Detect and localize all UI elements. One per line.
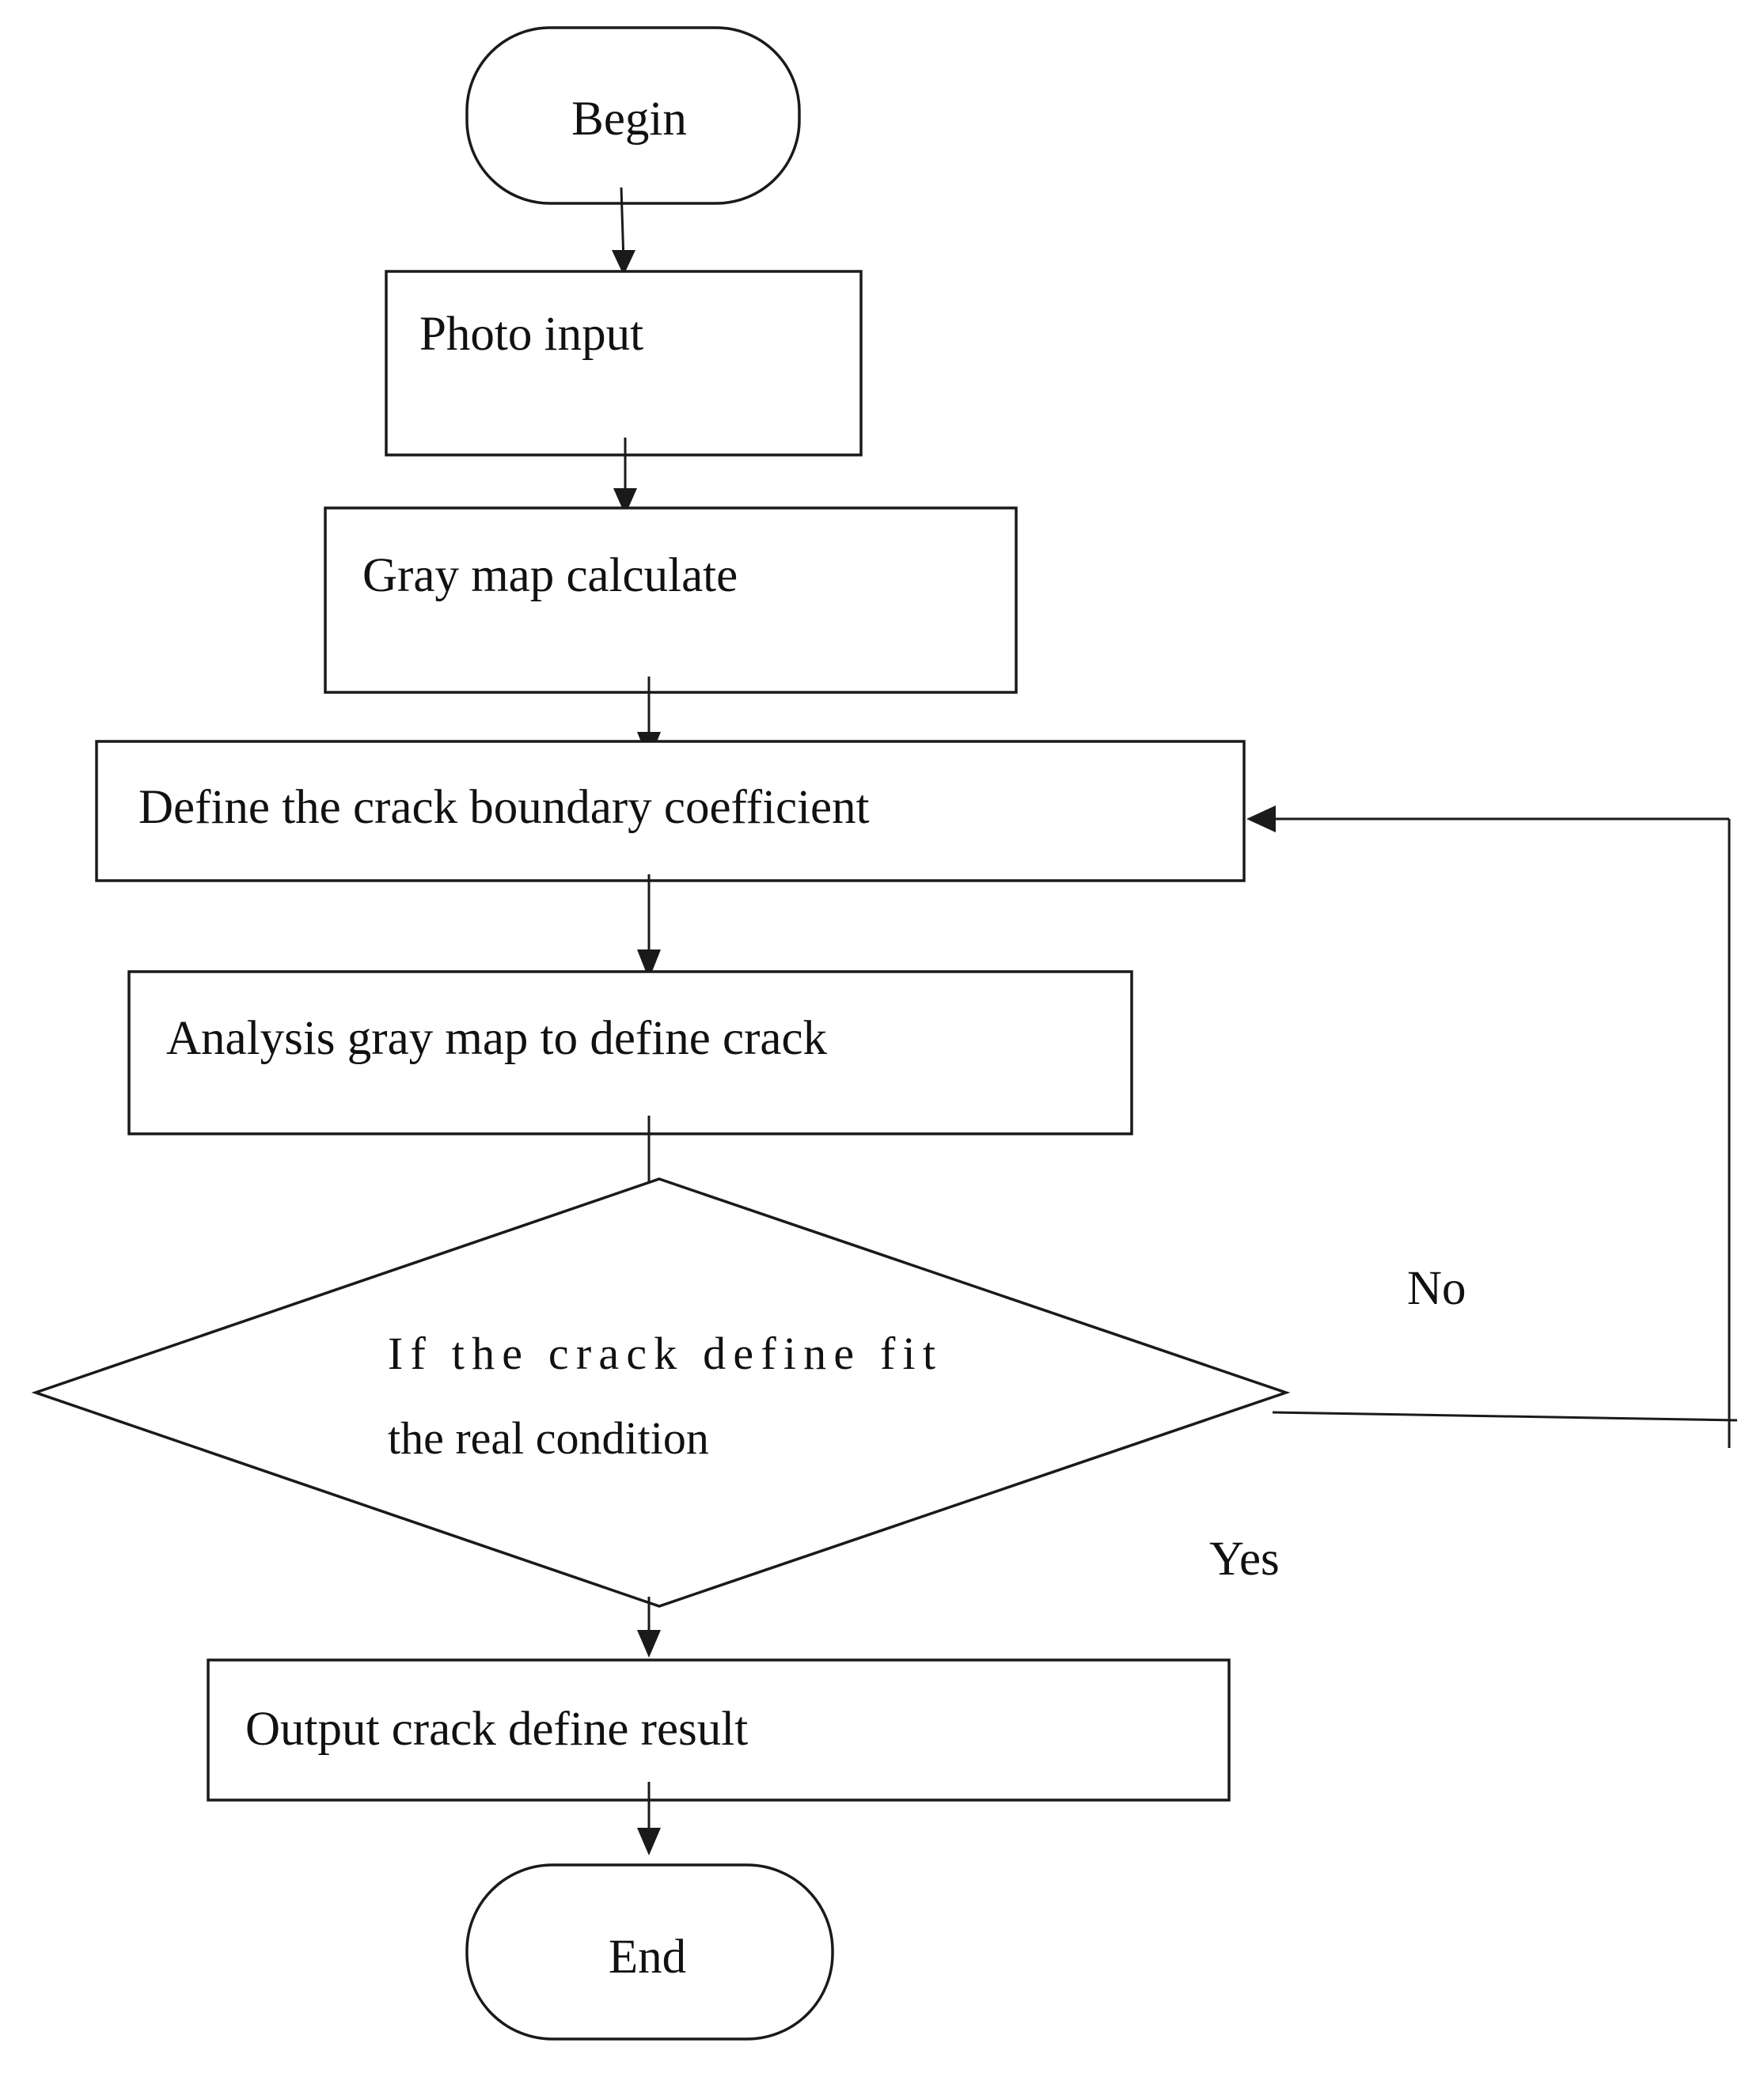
end-label: End: [609, 1931, 686, 1984]
analysis-node: Analysis gray map to define crack: [127, 970, 1133, 1135]
decision-node: If the crack define fit the real conditi…: [31, 1177, 1291, 1608]
define-boundary-node: Define the crack boundary coefficient: [95, 740, 1246, 882]
arrowhead-output-to-end: [637, 1828, 661, 1855]
gray-map-label: Gray map calculate: [362, 549, 738, 602]
arrowhead-photo-to-gray: [613, 488, 637, 515]
photo-input-label: Photo input: [419, 308, 643, 361]
no-branch-line-horizontal: [1272, 1411, 1738, 1422]
arrowhead-no-to-define: [1246, 805, 1276, 832]
arrowhead-begin-to-photo: [612, 250, 635, 275]
begin-node: Begin: [465, 26, 801, 205]
arrow-begin-to-photo: [620, 187, 625, 262]
gray-map-node: Gray map calculate: [324, 506, 1018, 694]
no-label: No: [1407, 1262, 1466, 1315]
decision-label-line2: the real condition: [388, 1412, 709, 1464]
end-node: End: [465, 1863, 834, 2041]
arrowhead-define-to-analysis: [637, 949, 661, 980]
output-label: Output crack define result: [245, 1703, 748, 1756]
define-boundary-label: Define the crack boundary coefficient: [138, 781, 870, 834]
output-node: Output crack define result: [207, 1658, 1231, 1802]
begin-label: Begin: [571, 93, 687, 146]
arrowhead-decision-to-output: [637, 1630, 661, 1658]
decision-label-line1: If the crack define fit: [388, 1328, 935, 1379]
analysis-label: Analysis gray map to define crack: [166, 1012, 828, 1065]
photo-input-node: Photo input: [385, 270, 863, 457]
yes-label: Yes: [1209, 1533, 1280, 1586]
